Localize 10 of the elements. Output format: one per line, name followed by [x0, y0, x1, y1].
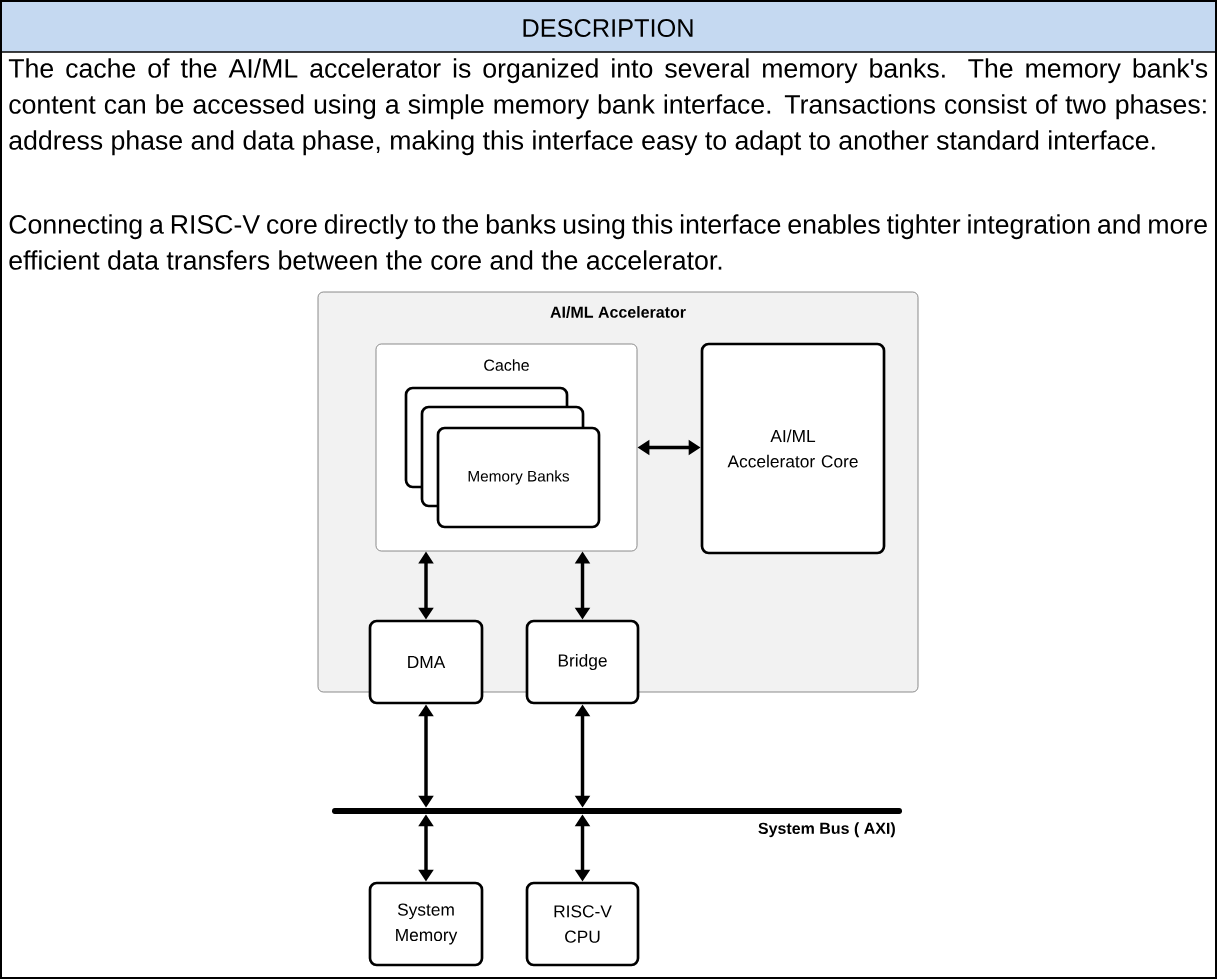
block-box: DMA [368, 619, 484, 705]
paragraph: Connecting a RISC-V core directly to the banks using this interface enables tighter integration and more efficient data transfers between the core and the accelerator. [9, 214, 1207, 270]
block-box: System Memory [368, 881, 484, 967]
block-box: Bridge [525, 619, 640, 705]
memory-bank-stack: Memory Banks [404, 386, 601, 529]
heading: DESCRIPTION [523, 19, 693, 37]
paragraph: The cache of the AI/ML accelerator is organized into several memory banks. The memory bank's content can be accessed using a simple memory bank interface. Transactions consist of two phases: address phase and data phase, making this interface easy to adapt to another standard interface. [8, 58, 1208, 156]
system-bus-line: System Bus ( AXI) [332, 808, 902, 838]
block-box: RISC-V CPU [525, 881, 640, 967]
block-box: AI/ML Accelerator Core [700, 342, 886, 555]
